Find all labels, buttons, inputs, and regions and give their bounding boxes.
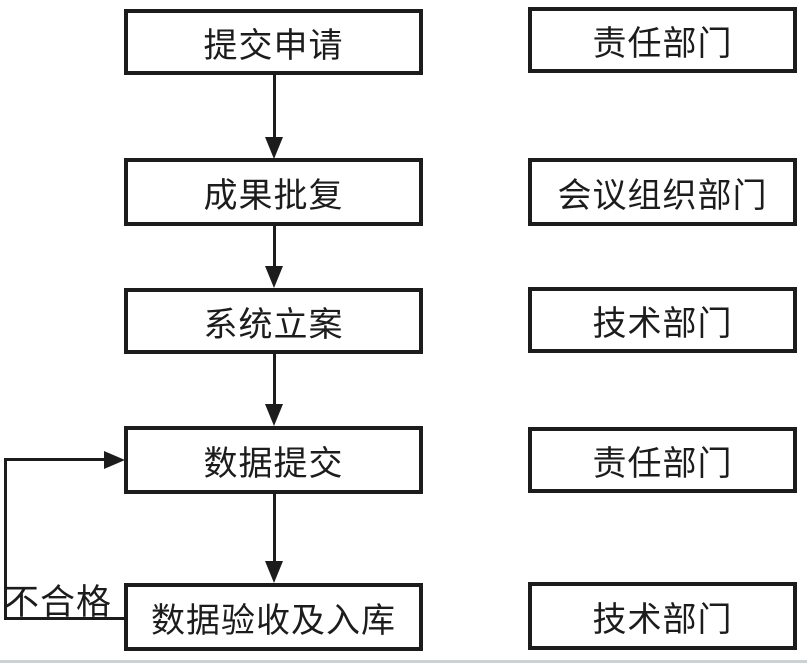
feedback-loop-bottom-segment: [4, 617, 124, 620]
feedback-loop-top-segment: [4, 458, 105, 461]
bottom-divider: [0, 660, 807, 663]
flow-node-result-approval: 成果批复: [124, 158, 423, 226]
arrow-down-icon-3: [265, 354, 283, 426]
flow-node-label: 系统立案: [203, 306, 344, 344]
flow-node-data-submission: 数据提交: [124, 426, 423, 494]
flow-node-label: 提交申请: [203, 27, 344, 65]
arrow-down-icon-4: [265, 494, 283, 583]
feedback-loop-vertical-segment: [4, 458, 7, 620]
flow-node-submit-application: 提交申请: [124, 9, 423, 75]
dept-node-label: 责任部门: [592, 445, 733, 483]
arrow-head: [265, 266, 283, 288]
flow-node-label: 数据验收及入库: [151, 602, 396, 640]
flow-node-label: 数据提交: [203, 445, 344, 483]
arrow-head: [265, 404, 283, 426]
arrow-head: [265, 561, 283, 583]
dept-node-technical-dept-2: 技术部门: [528, 582, 797, 650]
arrow-shaft: [272, 75, 276, 141]
dept-node-technical-dept-1: 技术部门: [528, 287, 797, 353]
dept-node-label: 会议组织部门: [557, 177, 768, 215]
arrow-shaft: [272, 354, 276, 408]
dept-node-meeting-organization-dept: 会议组织部门: [528, 158, 797, 226]
flow-node-data-acceptance-storage: 数据验收及入库: [124, 583, 423, 651]
flow-node-system-filing: 系统立案: [124, 288, 423, 354]
arrow-shaft: [272, 226, 276, 270]
dept-node-label: 技术部门: [592, 305, 733, 343]
dept-node-label: 责任部门: [592, 25, 733, 63]
arrow-head: [265, 137, 283, 159]
feedback-label: 不合格: [4, 583, 113, 622]
arrow-down-icon-1: [265, 75, 283, 159]
arrow-shaft: [272, 494, 276, 565]
dept-node-label: 技术部门: [592, 601, 733, 639]
dept-node-responsible-dept-1: 责任部门: [528, 7, 797, 73]
arrow-right-icon: [104, 450, 125, 469]
flow-node-label: 成果批复: [203, 177, 344, 215]
dept-node-responsible-dept-2: 责任部门: [528, 427, 797, 493]
arrow-down-icon-2: [265, 226, 283, 288]
